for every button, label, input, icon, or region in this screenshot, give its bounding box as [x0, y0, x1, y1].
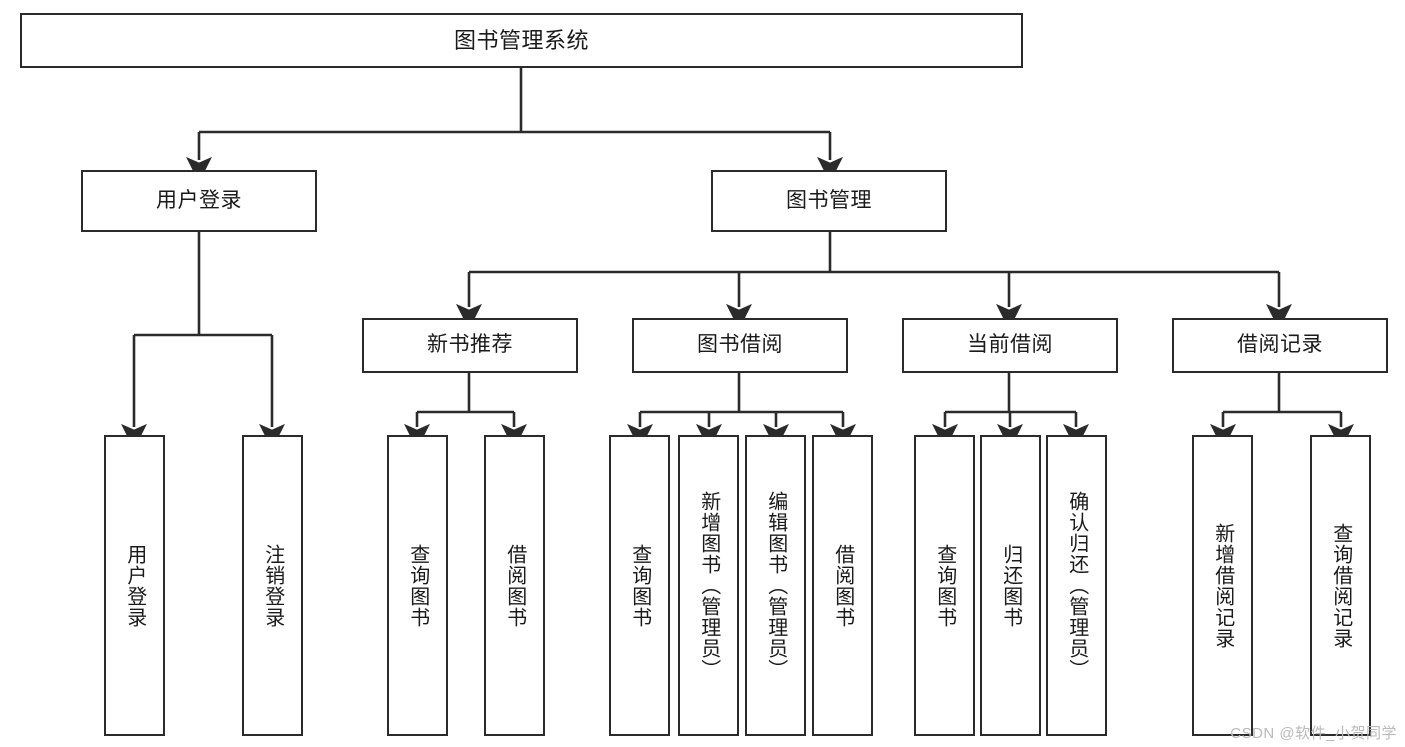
node-label: 新增借阅记录 [1211, 522, 1234, 649]
node-user-login[interactable]: 用户登录 [81, 170, 317, 232]
leaf-current-borrow-query-book[interactable]: 查询图书 [914, 435, 975, 736]
node-root-book-management-system[interactable]: 图书管理系统 [20, 13, 1023, 68]
node-label: 借阅记录 [1237, 333, 1323, 357]
node-label: 图书管理 [786, 188, 872, 212]
node-label: 查询图书 [628, 543, 651, 628]
leaf-user-login-login[interactable]: 用户登录 [104, 435, 165, 736]
node-label: 用户登录 [156, 188, 242, 212]
node-label: 图书借阅 [697, 333, 783, 357]
node-label: 用户登录 [123, 543, 146, 628]
node-label: 查询图书 [933, 543, 956, 628]
node-label: 编辑图书（管理员） [764, 491, 787, 680]
leaf-book-borrow-query-book[interactable]: 查询图书 [609, 435, 670, 736]
node-label: 归还图书 [999, 543, 1022, 628]
leaf-user-login-logout[interactable]: 注销登录 [242, 435, 303, 736]
node-book-management[interactable]: 图书管理 [711, 170, 947, 232]
leaf-book-borrow-add-book-admin[interactable]: 新增图书（管理员） [678, 435, 739, 736]
node-new-book-recommend[interactable]: 新书推荐 [362, 318, 578, 373]
node-label: 图书管理系统 [453, 27, 589, 53]
node-label: 查询借阅记录 [1329, 522, 1352, 649]
node-book-borrow[interactable]: 图书借阅 [632, 318, 848, 373]
node-label: 新增图书（管理员） [697, 491, 720, 680]
node-label: 注销登录 [261, 543, 284, 628]
leaf-current-borrow-confirm-return-admin[interactable]: 确认归还（管理员） [1046, 435, 1107, 736]
node-label: 当前借阅 [967, 333, 1053, 357]
node-label: 借阅图书 [503, 543, 526, 628]
node-label: 新书推荐 [427, 333, 513, 357]
node-label: 借阅图书 [831, 543, 854, 628]
leaf-book-borrow-borrow-book[interactable]: 借阅图书 [812, 435, 873, 736]
leaf-new-book-query-book[interactable]: 查询图书 [387, 435, 448, 736]
leaf-borrow-record-query-record[interactable]: 查询借阅记录 [1310, 435, 1371, 736]
leaf-book-borrow-edit-book-admin[interactable]: 编辑图书（管理员） [745, 435, 806, 736]
node-borrow-record[interactable]: 借阅记录 [1172, 318, 1388, 373]
csdn-watermark: CSDN @软件_小贺同学 [1230, 725, 1397, 742]
leaf-current-borrow-return-book[interactable]: 归还图书 [980, 435, 1041, 736]
node-label: 查询图书 [406, 543, 429, 628]
leaf-new-book-borrow-book[interactable]: 借阅图书 [484, 435, 545, 736]
node-current-borrow[interactable]: 当前借阅 [902, 318, 1118, 373]
leaf-borrow-record-add-record[interactable]: 新增借阅记录 [1192, 435, 1253, 736]
node-label: 确认归还（管理员） [1065, 491, 1088, 680]
